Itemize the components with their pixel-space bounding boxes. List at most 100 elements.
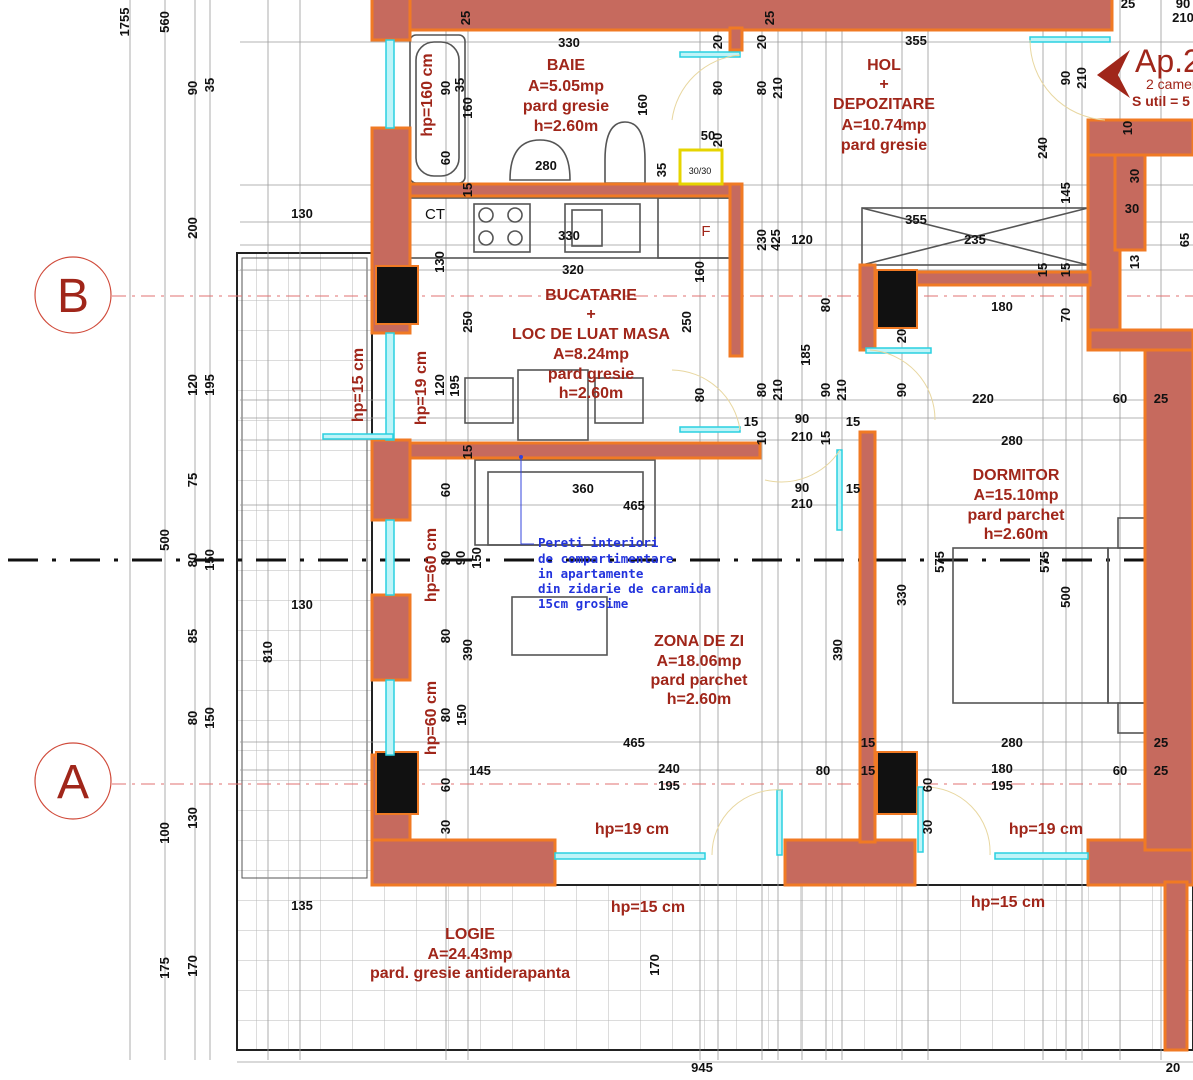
dimension-label: 320 [562,262,584,277]
dimension-label: 1755 [117,8,132,37]
dimension-label: 15 [460,445,475,459]
room-name-plus: + [879,76,888,93]
dimension-label: 210 [791,496,813,511]
dimension-label: 15 [1058,263,1073,277]
dimension-label: 25 [1154,391,1168,406]
entrance-arrow-icon [1097,50,1130,98]
dimension-label: 35 [202,78,217,92]
room-area: A=5.05mp [528,78,604,95]
dimension-label: 90 [894,383,909,397]
dimension-label: 10 [754,431,769,445]
room-floor: pard parchet [651,672,749,689]
window-height-labels: hp=160 cm hp=15 cm hp=19 cm hp=60 cm hp=… [350,53,1083,916]
window-height-label: hp=19 cm [595,821,669,838]
dimension-label: 150 [202,549,217,571]
sink [509,139,571,181]
room-area: A=24.43mp [428,946,513,963]
room-height: h=2.60m [984,526,1048,543]
dimension-label: 30 [1127,169,1142,183]
window-height-label: hp=15 cm [611,899,685,916]
dimension-label: 280 [1001,433,1023,448]
coffee-table [511,596,608,656]
dimension-label: 180 [991,299,1013,314]
windows [322,36,1111,860]
dimension-label: 280 [535,158,557,173]
room-area: A=8.24mp [553,346,629,363]
dimension-label: 355 [905,33,927,48]
room-height: h=2.60m [667,691,731,708]
room-zona-de-zi: ZONA DE ZI A=18.06mp pard parchet h=2.60… [651,633,749,708]
dimension-label: 210 [770,379,785,401]
dimension-label: 80 [185,711,200,725]
window-height-label: hp=160 cm [419,53,436,136]
window-height-label: hp=15 cm [971,894,1045,911]
dimension-label: 195 [447,375,462,397]
dimension-label: 20 [710,133,725,147]
dimension-label: 500 [1058,586,1073,608]
dimension-label: 65 [1177,233,1192,247]
dining-table [517,369,589,441]
room-floor: pard. gresie antiderapanta [370,965,570,982]
dimension-label: 60 [438,778,453,792]
room-baie: BAIE A=5.05mp pard gresie h=2.60m [523,57,609,135]
room-name: HOL [867,57,901,74]
dimension-label: 185 [798,344,813,366]
dimension-label: 90 [453,551,468,565]
dimension-label: 170 [185,955,200,977]
window-height-label: hp=60 cm [423,528,440,602]
dimension-label: 80 [818,298,833,312]
room-name: DORMITOR [973,467,1060,484]
dimension-label: 60 [1113,763,1127,778]
dimension-label: 150 [469,547,484,569]
dimension-label: 810 [260,641,275,663]
dimension-label: 15 [1035,263,1050,277]
room-height: h=2.60m [559,385,623,402]
room-name: BUCATARIE [545,287,637,304]
dimension-label: 210 [1074,67,1089,89]
dimension-label: 250 [679,311,694,333]
axis-marker-b: B [34,256,112,334]
room-name-2: DEPOZITARE [833,96,935,113]
room-floor: pard gresie [523,98,609,115]
walls [370,0,1193,1052]
dimension-label: 85 [185,629,200,643]
dimension-label: 280 [1001,735,1023,750]
dimension-label: 390 [830,639,845,661]
room-floor: pard parchet [968,507,1066,524]
dimension-label: 250 [460,311,475,333]
dimension-label: 500 [157,529,172,551]
dimension-label: 210 [770,77,785,99]
room-name: ZONA DE ZI [654,633,744,650]
dimension-label: 90 [438,81,453,95]
dimension-label: 210 [834,379,849,401]
dimension-label: 240 [1035,137,1050,159]
dimension-label: 90 [795,411,809,426]
apartment-title: Ap.2 [1135,43,1193,79]
axis-marker-a: A [34,742,112,820]
window-height-label: hp=19 cm [413,351,430,425]
dimension-label: 235 [964,232,986,247]
dimension-label: 150 [202,707,217,729]
dimension-label: 50 [701,128,715,143]
kitchen-sink [564,203,641,253]
dimension-label: 15 [846,414,860,429]
dimension-label: 130 [185,807,200,829]
dimension-label: 80 [438,629,453,643]
apartment-area: S util = 5 [1132,93,1190,109]
dimension-label: 15 [861,735,875,750]
fridge-label: F [701,223,710,240]
dimension-label: 575 [1037,551,1052,573]
room-dormitor: DORMITOR A=15.10mp pard parchet h=2.60m [968,467,1066,543]
dimension-label: 35 [452,78,467,92]
dimension-label: 25 [1154,763,1168,778]
dimension-label: 75 [185,473,200,487]
dimension-label: 465 [623,498,645,513]
room-floor: pard gresie [841,137,927,154]
dimension-label: 80 [710,81,725,95]
axis-label-a: A [57,756,89,809]
note-line: din zidarie de caramida [538,581,711,596]
dimension-label: 60 [438,483,453,497]
room-area: A=15.10mp [974,487,1059,504]
dimension-label: 135 [291,898,313,913]
